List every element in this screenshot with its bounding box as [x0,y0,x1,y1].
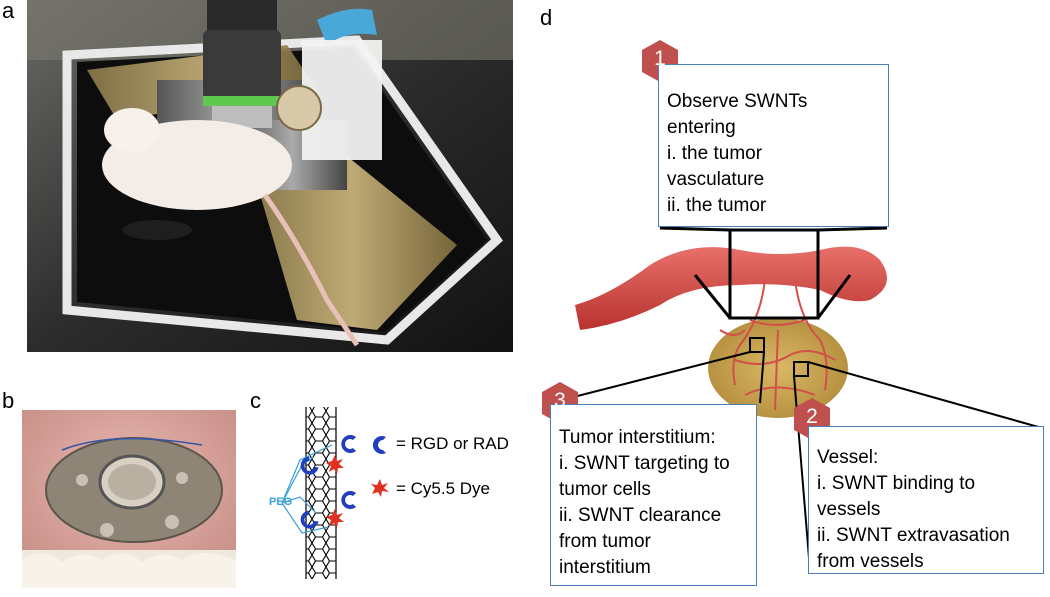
box2-line-1: Vessel: [817,447,879,468]
box1-line-3: i. the tumor [667,143,763,164]
nanotube-schematic [281,407,356,579]
dye-marks [326,455,344,528]
blood-vessel [575,246,888,330]
panel-label-c: c [250,388,261,413]
box2-line-5: from vessels [817,551,924,572]
peg-label: PEG [269,496,293,508]
box1-line-2: entering [667,117,736,138]
callout-box-1: Observe SWNTs entering i. the tumor vasc… [658,64,889,227]
window-chamber-photo [22,410,236,588]
box2-line-3: vessels [817,499,881,520]
legend-dye-text: = Cy5.5 Dye [396,479,491,498]
box1-line-5: ii. the tumor [667,195,767,216]
box3-line-2: i. SWNT targeting to [559,453,730,474]
box3-line-6: interstitium [559,557,651,578]
panel-label-a: a [2,0,15,23]
box2-line-2: i. SWNT binding to [817,473,976,494]
box1-line-4: vasculature [667,169,765,190]
panel-label-d: d [540,5,553,30]
box3-line-4: ii. SWNT clearance [559,505,722,526]
microscope-mouse-photo [27,0,513,352]
box3-line-5: from tumor [559,531,651,552]
badge-1-number: 1 [654,47,666,70]
dye-legend-icon [371,479,389,497]
box1-line-1: Observe SWNTs [667,91,808,112]
box2-line-4: ii. SWNT extravasation [817,525,1010,546]
badge-2-number: 2 [806,405,818,428]
legend-rgd-text: = RGD or RAD [396,434,509,453]
badge-3-number: 3 [554,389,566,412]
box3-line-1: Tumor interstitium: [559,427,716,448]
panel-label-b: b [2,388,15,413]
tumor [708,318,848,418]
rgd-legend-icon [372,436,386,454]
box3-line-3: tumor cells [559,479,651,500]
callout-box-2: Vessel: i. SWNT binding to vessels ii. S… [808,426,1044,574]
capillaries [719,279,836,411]
rgd-marks [300,435,356,529]
callout-box-3: Tumor interstitium: i. SWNT targeting to… [550,404,757,586]
